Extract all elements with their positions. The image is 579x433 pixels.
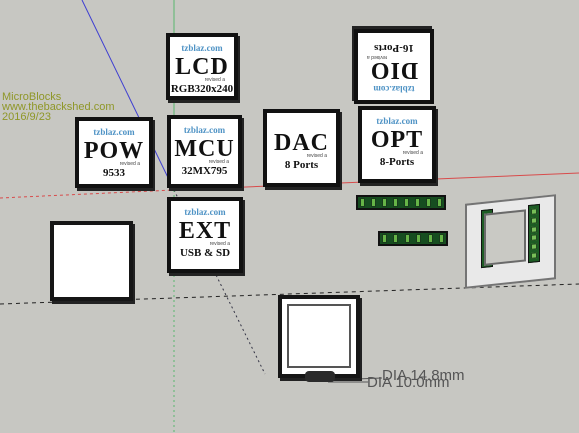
blank-module[interactable]: [50, 221, 133, 301]
ext-subtitle: USB & SD: [179, 247, 231, 259]
opt-revision: revised a: [402, 150, 423, 156]
dio-revision: revised a: [367, 54, 388, 60]
terminal-pin: [416, 234, 422, 243]
dac-brand: [274, 120, 329, 129]
terminal-frame-module[interactable]: [465, 194, 556, 289]
dac-title: DAC: [274, 130, 329, 156]
right-terminal-column: [528, 203, 540, 264]
blue-axis-line: [81, 0, 175, 191]
column-pin: [531, 243, 537, 250]
mcu-revision: revised a: [208, 159, 229, 165]
watermark-text: MicroBlocks www.thebackshed.com 2016/9/2…: [2, 91, 115, 123]
holder-inner-square: [287, 304, 351, 368]
lcd-title: LCD: [175, 54, 229, 80]
terminal-block-top[interactable]: [356, 195, 446, 210]
column-pin: [531, 251, 537, 259]
opt-brand: tzblaz.com: [376, 116, 418, 126]
dio-brand: tzblaz.com: [373, 84, 415, 94]
terminal-pin: [426, 198, 431, 207]
dimension-leader-line: [329, 377, 383, 381]
dio-subtitle: 16-Ports: [374, 42, 414, 54]
pow-title: POW: [83, 138, 145, 164]
terminal-pin: [415, 198, 420, 207]
mcu-subtitle: 32MX795: [181, 165, 228, 177]
mcu-title: MCU: [174, 136, 235, 162]
pow-revision: revised a: [119, 161, 140, 167]
column-pin: [531, 225, 537, 233]
dac-module[interactable]: DAC revised a 8 Ports: [263, 109, 340, 187]
lcd-subtitle: RGB320x240: [170, 83, 234, 95]
round-holder-module[interactable]: [278, 295, 360, 378]
opt-subtitle: 8-Ports: [379, 156, 415, 168]
terminal-pin: [382, 198, 387, 207]
terminal-pin: [438, 234, 444, 243]
terminal-pin: [393, 198, 398, 207]
terminal-block-bottom[interactable]: [378, 231, 448, 246]
dimension-inner-diameter: DIA 10.0mm: [367, 374, 450, 391]
dio-title: DIO: [369, 57, 419, 83]
dio-module[interactable]: tzblaz.com DIO revised a 16-Ports: [354, 29, 434, 104]
terminal-pin: [393, 234, 399, 243]
watermark-line-1: MicroBlocks: [2, 91, 62, 103]
terminal-pin: [382, 234, 387, 243]
lcd-module[interactable]: tzblaz.com LCD revised a RGB320x240: [166, 33, 238, 100]
opt-title: OPT: [370, 127, 424, 153]
mcu-module[interactable]: tzblaz.com MCU revised a 32MX795: [167, 115, 242, 188]
dac-subtitle: 8 Ports: [284, 159, 319, 171]
terminal-pin: [371, 198, 376, 207]
terminal-pin: [427, 234, 433, 243]
frame-inner-window: [484, 209, 526, 266]
column-pin: [531, 234, 537, 242]
blue-axis-dotted-line: [173, 189, 266, 375]
ext-brand: tzblaz.com: [184, 207, 226, 217]
ext-title: EXT: [178, 218, 232, 244]
dac-revision: revised a: [306, 153, 327, 159]
pow-brand: tzblaz.com: [93, 127, 135, 137]
red-axis-dotted-line: [0, 189, 175, 199]
opt-module[interactable]: tzblaz.com OPT revised a 8-Ports: [358, 106, 436, 183]
watermark-line-2: www.thebackshed.com: [2, 101, 115, 113]
holder-foot: [305, 371, 335, 382]
terminal-pin: [404, 234, 410, 243]
pow-module[interactable]: tzblaz.com POW revised a 9533: [75, 117, 153, 188]
ext-revision: revised a: [209, 241, 230, 247]
terminal-pin: [360, 198, 365, 207]
column-pin: [531, 208, 537, 216]
lcd-brand: tzblaz.com: [181, 43, 223, 53]
pow-subtitle: 9533: [103, 167, 125, 179]
terminal-pin: [404, 198, 409, 207]
lcd-revision: revised a: [204, 77, 225, 83]
ext-module[interactable]: tzblaz.com EXT revised a USB & SD: [167, 197, 243, 273]
dimension-outer-diameter: DIA 14.8mm: [382, 367, 465, 384]
column-pin: [531, 217, 537, 224]
watermark-line-3: 2016/9/23: [2, 111, 51, 123]
mcu-brand: tzblaz.com: [183, 125, 226, 135]
terminal-pin: [437, 198, 442, 207]
